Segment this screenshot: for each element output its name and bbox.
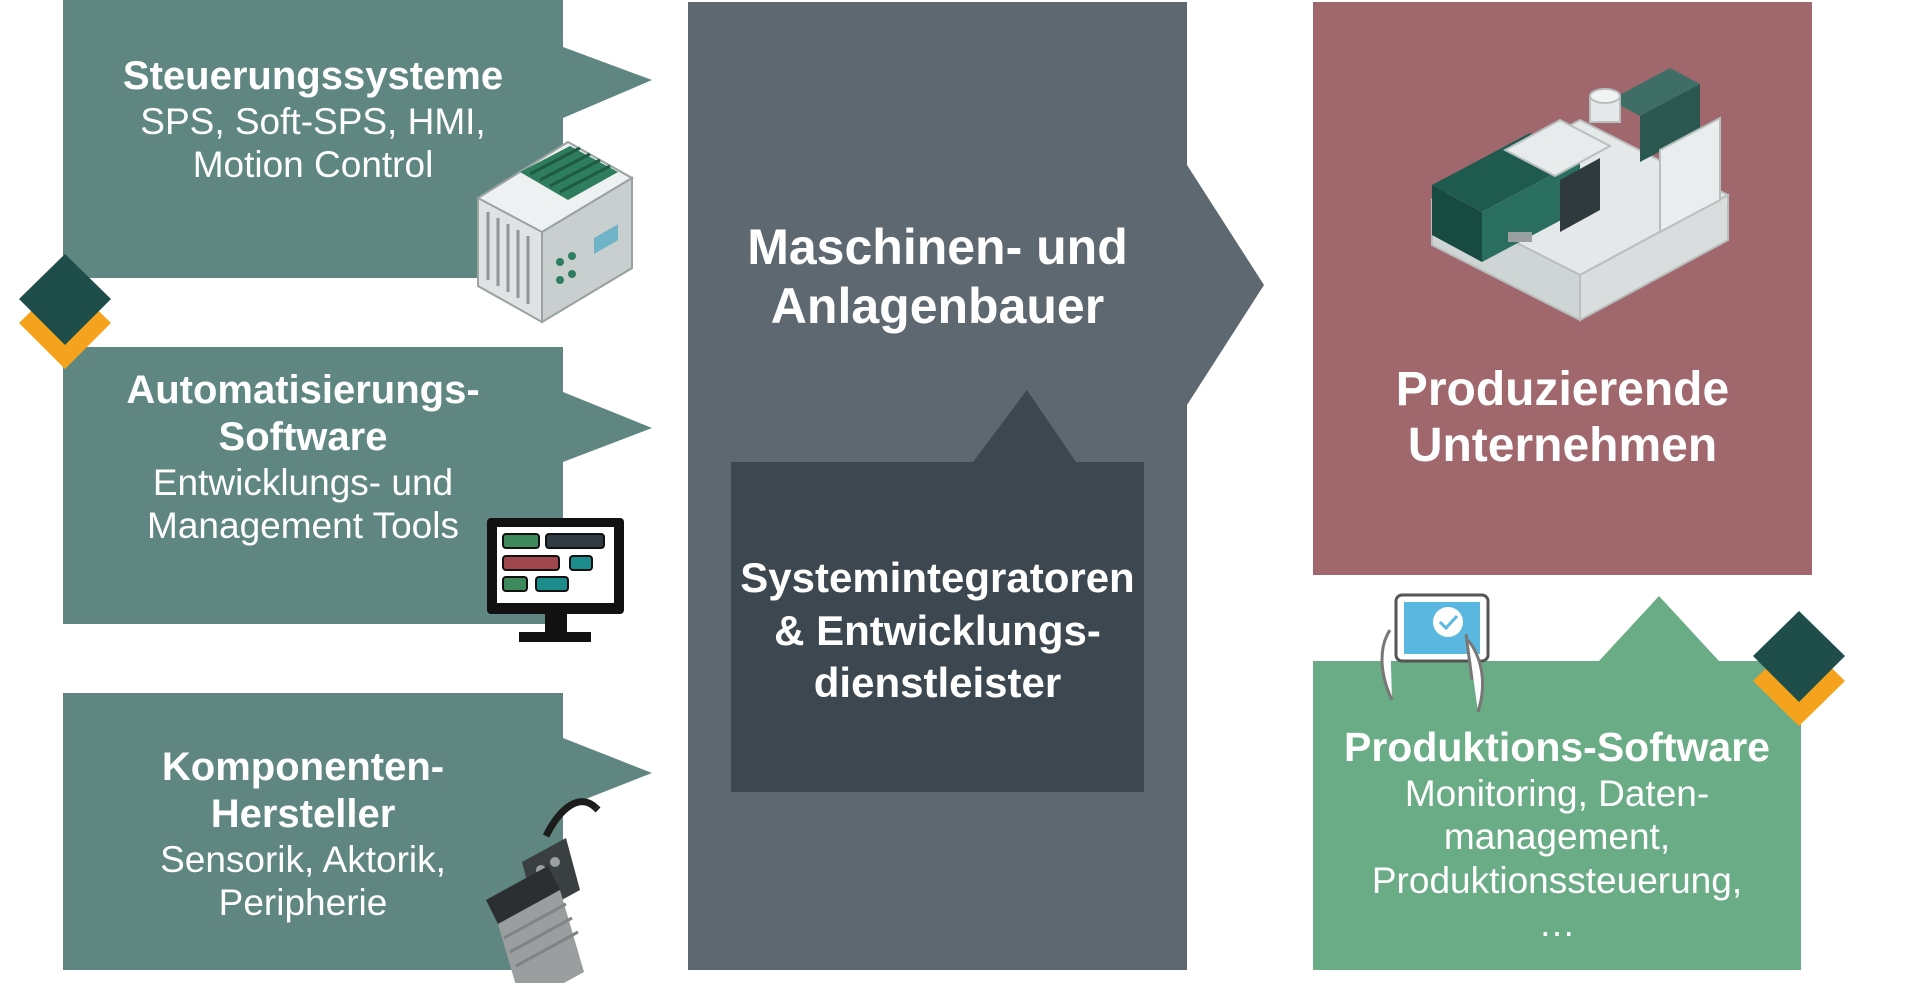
automatisierung-title1: Automatisierungs- [126, 368, 480, 412]
produzierende-title1: Produzierende [1395, 363, 1730, 416]
automatisierung-title2: Software [218, 414, 388, 459]
system-box [731, 390, 1144, 792]
produktion-sub3: Produktionssteuerung, [1371, 859, 1743, 901]
produktion-text: Produktions-Software Monitoring, Daten- … [1313, 724, 1801, 945]
steuerung-title: Steuerungssysteme [122, 54, 504, 98]
steuerung-sub2: Motion Control [192, 144, 434, 186]
system-text: Systemintegratoren & Entwicklungs- diens… [731, 552, 1144, 710]
produktion-title: Produktions-Software [1344, 724, 1770, 770]
system-line3: dienstleister [813, 659, 1062, 706]
system-line1: Systemintegratoren [740, 554, 1135, 601]
komponenten-title2: Hersteller [210, 791, 396, 836]
produktion-sub4: … [1538, 902, 1576, 944]
produktion-box [1313, 596, 1801, 970]
plc-controller-icon [475, 140, 634, 324]
monitor-icon [487, 518, 624, 642]
produzierende-title2: Unternehmen [1407, 419, 1718, 473]
automatisierung-sub1: Entwicklungs- und [152, 461, 454, 503]
maschinen-title2: Anlagenbauer [770, 277, 1105, 334]
produzierende-text: Produzierende Unternehmen [1313, 362, 1812, 474]
logo-right [1753, 611, 1845, 726]
system-line2: & Entwicklungs- [774, 606, 1101, 654]
komponenten-sub1: Sensorik, Aktorik, [160, 838, 446, 880]
tablet-touch-icon [1380, 593, 1490, 713]
steuerung-sub1: SPS, Soft-SPS, HMI, [140, 100, 486, 142]
maschinen-title1: Maschinen- und [747, 219, 1128, 275]
injection-molding-machine-icon [1429, 68, 1731, 322]
maschinen-text: Maschinen- und Anlagenbauer [688, 218, 1187, 335]
steuerung-text: Steuerungssysteme SPS, Soft-SPS, HMI, Mo… [63, 53, 563, 186]
automatisierung-text: Automatisierungs- Software Entwicklungs-… [63, 367, 543, 547]
komponenten-sub2: Peripherie [218, 881, 388, 923]
produktion-sub1: Monitoring, Daten- [1404, 772, 1710, 814]
komponenten-text: Komponenten- Hersteller Sensorik, Aktori… [63, 744, 543, 924]
sensor-icon [486, 798, 601, 983]
automatisierung-sub2: Management Tools [147, 504, 459, 546]
komponenten-title1: Komponenten- [161, 745, 445, 789]
produktion-sub2: management, [1443, 816, 1671, 858]
logo-left [19, 254, 111, 369]
